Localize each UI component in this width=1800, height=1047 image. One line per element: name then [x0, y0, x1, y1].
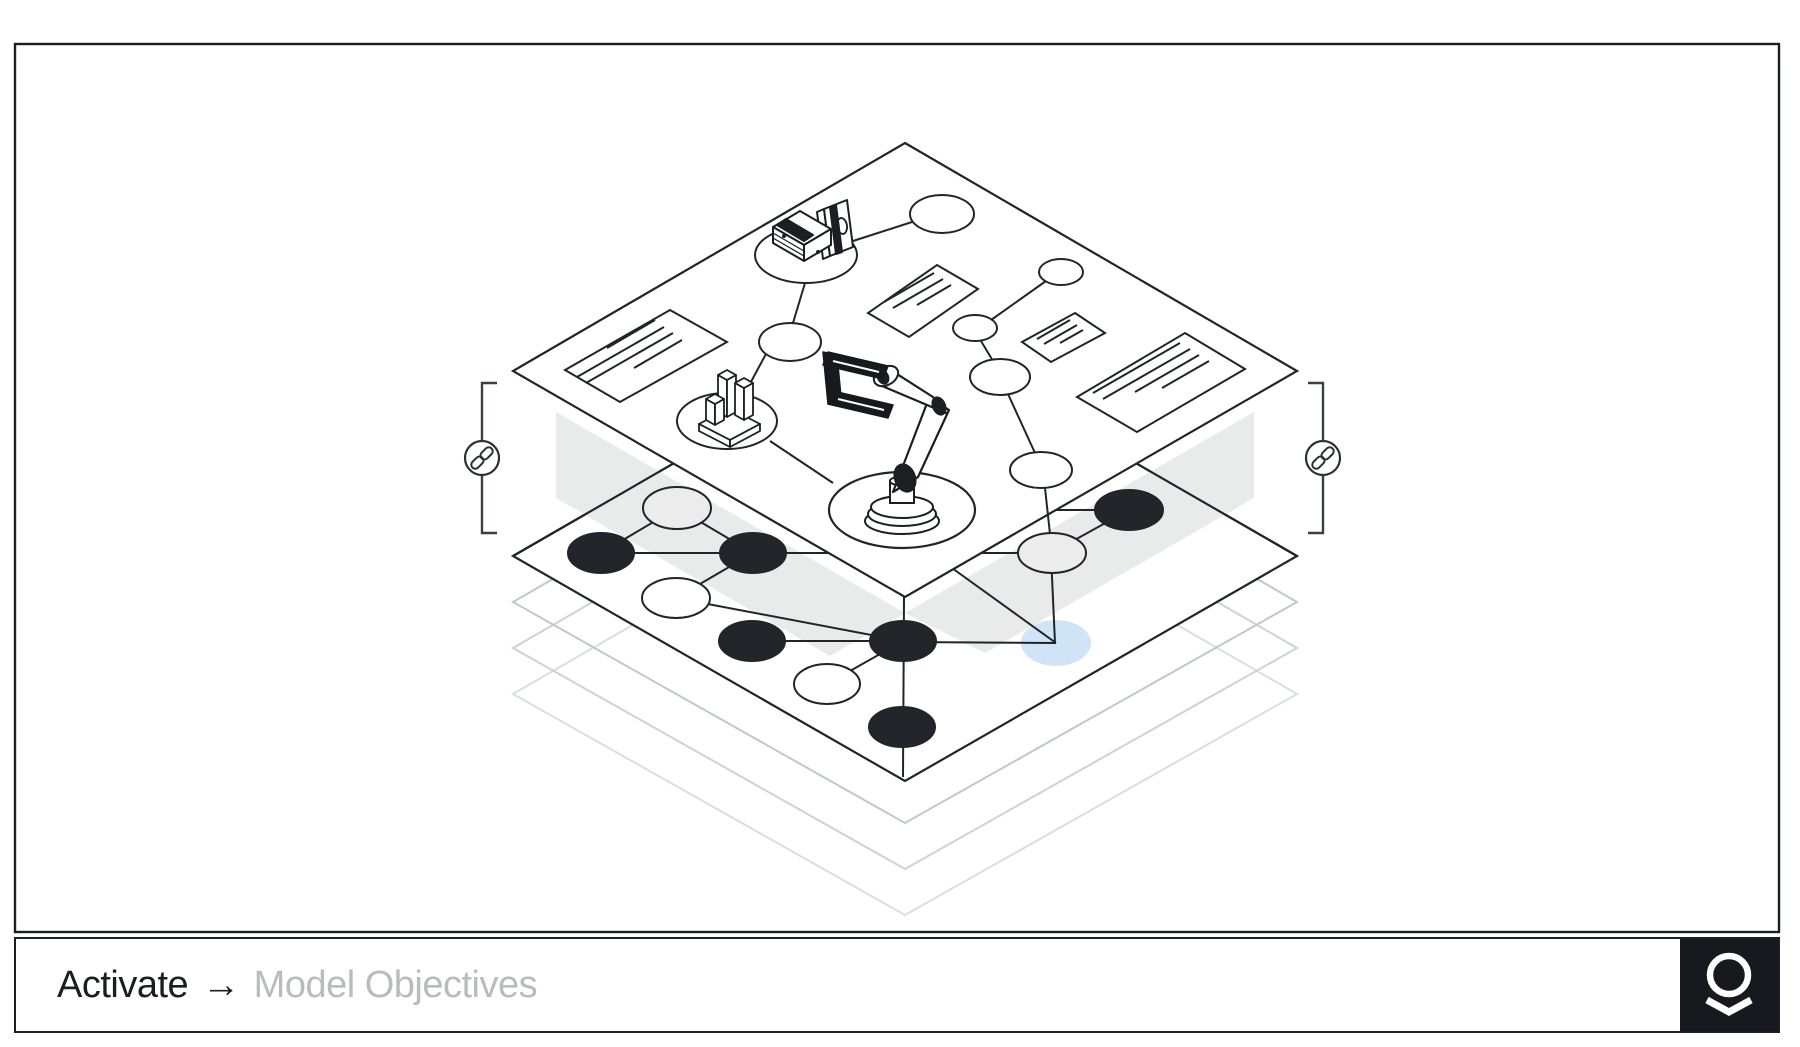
document-card-icon	[562, 308, 730, 404]
document-card-icon	[866, 263, 980, 339]
network-node-gray	[1017, 532, 1087, 574]
cross-layer-connector	[1044, 487, 1051, 535]
network-node-white	[793, 663, 861, 705]
circle-node	[758, 322, 822, 362]
target-label: Model Objectives	[253, 963, 538, 1006]
illustration-frame	[13, 42, 1781, 934]
link-icon	[1304, 439, 1342, 477]
link-icon	[463, 439, 501, 477]
circle-node	[1038, 258, 1084, 286]
circle-node	[1009, 451, 1073, 489]
shadow-band	[556, 412, 1254, 656]
circle-node	[969, 358, 1031, 396]
top-layer-connectors	[744, 221, 1047, 484]
logo-tile[interactable]	[1680, 939, 1778, 1031]
palantir-logo-icon	[1705, 952, 1753, 1016]
arrow-glyph: →	[202, 963, 240, 1006]
bar-chart-icon	[676, 369, 778, 450]
circle-node	[909, 194, 975, 234]
link-brackets	[463, 381, 1342, 535]
network-node-black	[718, 620, 786, 662]
footer-bar: Activate → Model Objectives	[14, 937, 1780, 1033]
document-card-icon	[1075, 331, 1247, 434]
circle-node	[952, 314, 998, 342]
network-node-black	[567, 532, 635, 574]
money-stack-icon	[754, 199, 858, 284]
network-node-gray	[642, 486, 712, 530]
network-node-hub	[869, 620, 937, 662]
document-cards	[562, 263, 1247, 434]
network-node-black	[1094, 489, 1164, 531]
network-node-black	[719, 532, 787, 574]
document-card-icon	[1020, 311, 1107, 364]
breadcrumb: Activate → Model Objectives	[57, 963, 538, 1007]
network-node-black	[868, 706, 936, 748]
application-layer-plane	[510, 141, 1300, 599]
robot-arm-icon	[822, 351, 977, 550]
network-nodes	[567, 486, 1164, 748]
network-node-white	[641, 577, 711, 619]
top-layer-nodes	[758, 194, 1084, 489]
step-label: Activate	[57, 963, 189, 1006]
application-layer	[510, 141, 1300, 599]
